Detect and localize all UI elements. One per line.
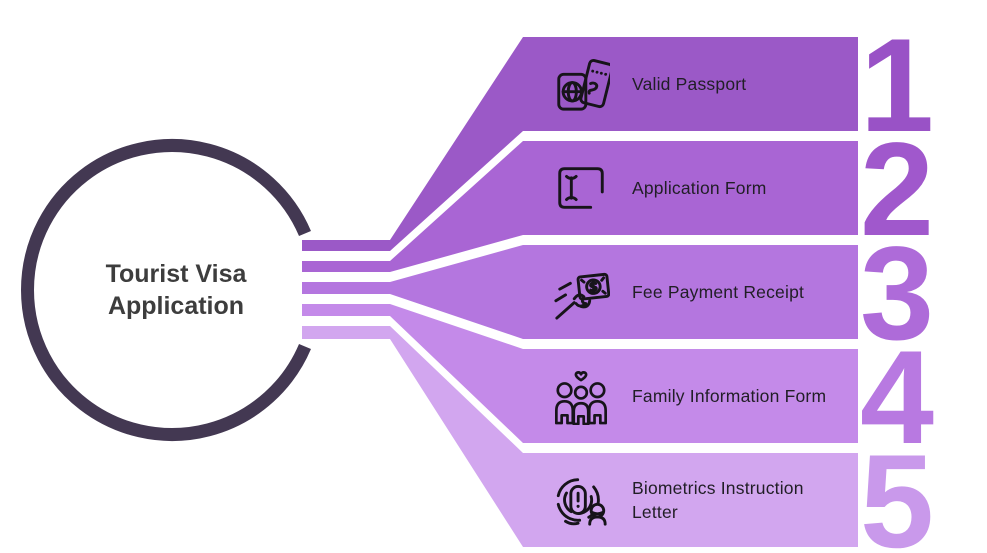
- step-label-2: Application Form: [632, 178, 767, 198]
- passport-icon: [552, 55, 610, 113]
- step-label-5: Biometrics Instruction Letter: [632, 478, 804, 522]
- circle-ring: [21, 139, 311, 441]
- step-label-1: Valid Passport: [632, 74, 747, 94]
- diagram-title: Tourist Visa Application: [105, 260, 247, 320]
- money-payment-icon: [552, 263, 610, 321]
- ribbon-step-1: [302, 37, 858, 251]
- ribbon-step-5: [302, 326, 858, 547]
- text-cursor-field-icon: [552, 159, 610, 217]
- step-label-3: Fee Payment Receipt: [632, 282, 805, 302]
- step-number-4: 4: [860, 324, 934, 472]
- fingerprint-person-icon: [552, 471, 610, 529]
- step-number-2: 2: [860, 116, 934, 264]
- step-number-5: 5: [860, 428, 934, 553]
- step-label-4: Family Information Form: [632, 386, 827, 406]
- family-icon: [552, 367, 610, 425]
- step-number-3: 3: [860, 220, 934, 368]
- step-number-1: 1: [860, 12, 934, 160]
